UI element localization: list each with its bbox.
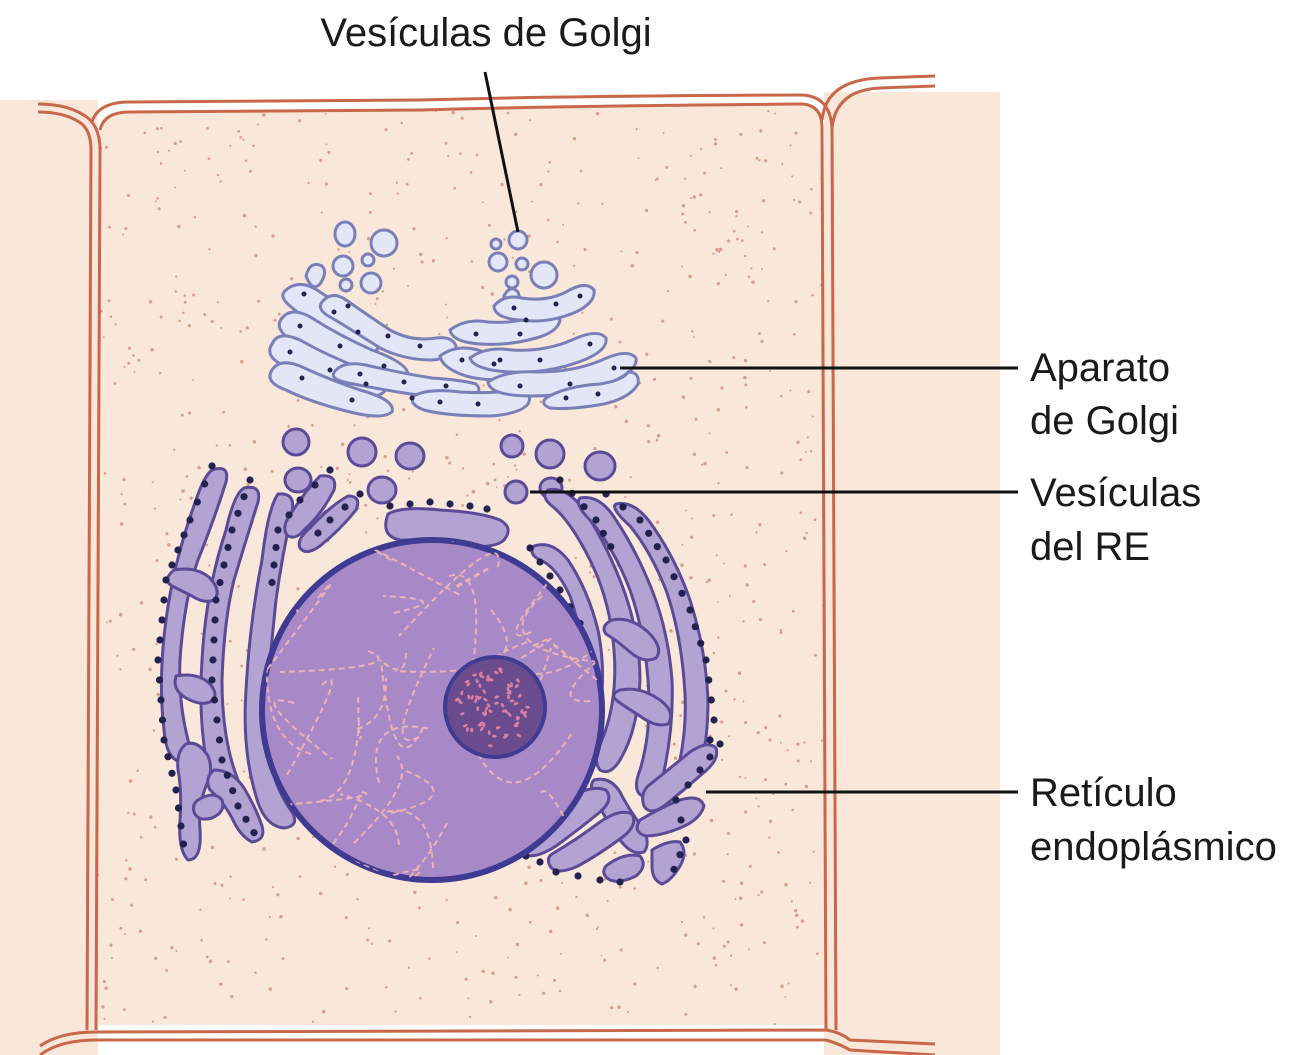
label-er-line2: endoplásmico [1030, 825, 1277, 869]
label-golgi-apparatus-line1: Aparato [1030, 346, 1170, 390]
neighbor-cell-right [824, 92, 1000, 1055]
label-er-line1: Retículo [1030, 771, 1177, 815]
label-er-vesicles-line1: Vesículas [1030, 471, 1201, 515]
label-golgi-apparatus-line2: de Golgi [1030, 399, 1179, 443]
label-er-vesicles-line2: del RE [1030, 525, 1150, 569]
neighbor-cell-left [0, 100, 98, 1055]
nucleolus [445, 657, 545, 757]
label-golgi-vesicles: Vesículas de Golgi [320, 11, 651, 55]
